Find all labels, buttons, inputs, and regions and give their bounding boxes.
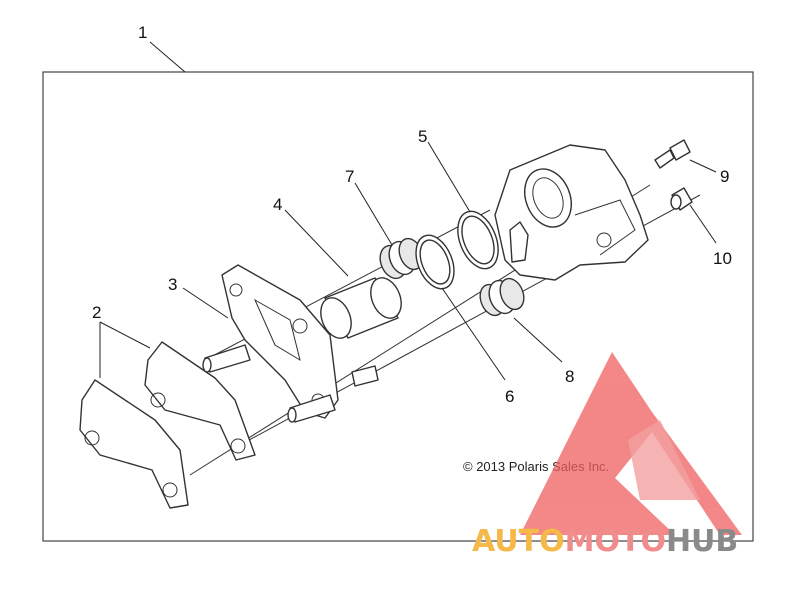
watermark-inner-mark-icon <box>628 420 700 500</box>
callout-4: 4 <box>273 195 282 214</box>
slide-pins <box>202 344 379 423</box>
brake-pad-inner <box>144 341 256 461</box>
bleeder-cap-10 <box>670 187 693 211</box>
watermark-text: AUTOMOTOHUB <box>472 524 738 559</box>
callout-10: 10 <box>713 249 732 268</box>
callout-5: 5 <box>418 127 427 146</box>
callout-7: 7 <box>345 167 354 186</box>
piston-seal-6 <box>415 234 455 290</box>
callout-3: 3 <box>168 275 177 294</box>
callout-9: 9 <box>720 167 729 186</box>
diagram-frame <box>42 71 754 542</box>
dust-boot-8 <box>479 277 525 317</box>
callout-1: 1 <box>138 23 147 42</box>
watermark-logo <box>520 352 742 535</box>
leader-lines <box>99 41 717 381</box>
callout-8: 8 <box>565 367 574 386</box>
callout-6: 6 <box>505 387 514 406</box>
bleeder-screw-9 <box>654 139 691 169</box>
watermark-moto: MOTO <box>565 524 666 559</box>
piston-seal-5 <box>457 210 499 270</box>
caliper-piston <box>320 277 402 339</box>
caliper-body <box>494 144 649 281</box>
brake-pad-outer <box>79 379 189 509</box>
callout-2: 2 <box>92 303 101 322</box>
svg-text:AUTOMOTOHUB: AUTOMOTOHUB <box>472 524 738 559</box>
watermark-auto: AUTO <box>472 524 565 559</box>
watermark-hub: HUB <box>666 524 738 559</box>
